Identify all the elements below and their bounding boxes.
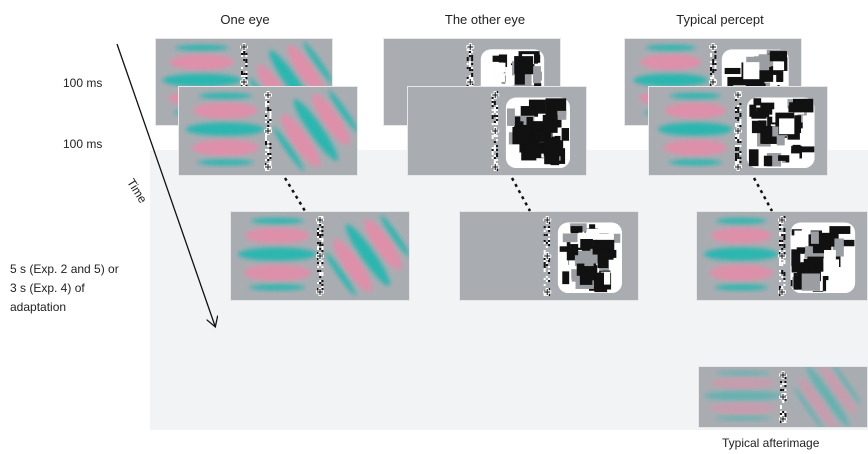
frame2-duration: 100 ms <box>63 137 102 151</box>
other-eye-frame2 <box>407 86 587 176</box>
title-other-eye: The other eye <box>385 12 585 27</box>
adaptation-label-1: 5 s (Exp. 2 and 5) or <box>10 262 119 276</box>
other-eye-adaptation <box>459 211 639 301</box>
percept-adaptation <box>696 211 868 301</box>
adaptation-label-2: 3 s (Exp. 4) of <box>10 281 85 295</box>
afterimage-caption: Typical afterimage <box>722 436 819 450</box>
title-one-eye: One eye <box>145 12 345 27</box>
time-axis-label: Time <box>124 176 150 206</box>
adaptation-label-3: adaptation <box>10 300 66 314</box>
one-eye-frame2 <box>178 86 358 176</box>
title-typical-percept: Typical percept <box>620 12 820 27</box>
one-eye-adaptation <box>230 211 410 301</box>
percept-frame2 <box>648 86 828 176</box>
frame1-duration: 100 ms <box>63 76 102 90</box>
afterimage-panel <box>698 366 868 428</box>
